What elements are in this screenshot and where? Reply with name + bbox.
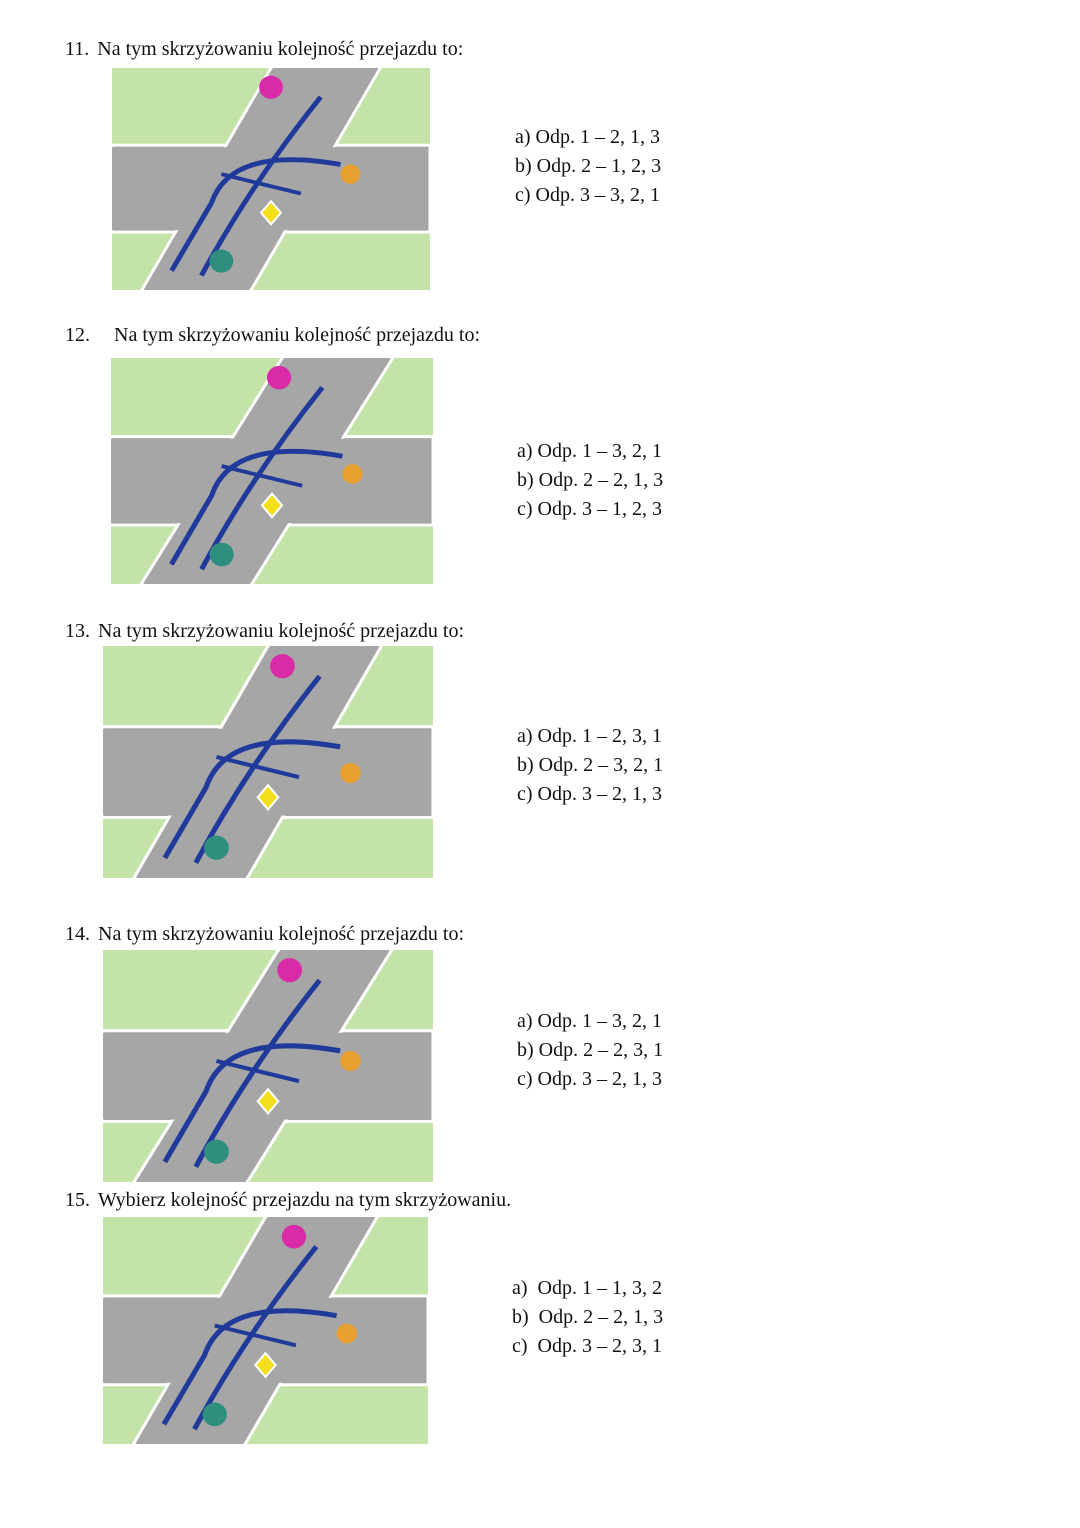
answer-options: a) Odp. 1 – 2, 1, 3 b) Odp. 2 – 1, 2, 3 c)… (515, 123, 661, 210)
answer-option: b) Odp. 2 – 2, 3, 1 (517, 1039, 664, 1061)
intersection-illustration (103, 1217, 428, 1444)
intersection-illustration (111, 358, 433, 584)
answer-option: b) Odp. 2 – 2, 1, 3 (517, 469, 664, 491)
answer-option: c) Odp. 3 – 2, 3, 1 (512, 1335, 662, 1357)
answer-option: b) Odp. 2 – 2, 1, 3 (512, 1306, 664, 1328)
answer-options: a) Odp. 1 – 3, 2, 1 b) Odp. 2 – 2, 1, 3 c)… (517, 437, 663, 524)
question-title: 14. Na tym skrzyżowaniu kolejność przejaz… (65, 923, 464, 946)
question-number: 12. (65, 324, 90, 346)
question-text: Na tym skrzyżowaniu kolejność przejazdu … (98, 620, 464, 642)
question-text: Na tym skrzyżowaniu kolejność przejazdu … (114, 324, 480, 346)
question-text: Wybierz kolejność przejazdu na tym skrzy… (98, 1189, 512, 1211)
answer-option: b) Odp. 2 – 3, 2, 1 (517, 754, 664, 776)
question-title: 12. Na tym skrzyżowaniu kolejność przejaz… (65, 324, 480, 347)
answer-option: a) Odp. 1 – 1, 3, 2 (512, 1277, 662, 1299)
answer-option: c) Odp. 3 – 2, 1, 3 (517, 1068, 662, 1090)
question-number: 14. (65, 923, 90, 945)
answer-option: a) Odp. 1 – 3, 2, 1 (517, 440, 662, 462)
answer-options: a) Odp. 1 – 2, 3, 1 b) Odp. 2 – 3, 2, 1 c)… (517, 722, 663, 809)
answer-option: b) Odp. 2 – 1, 2, 3 (515, 155, 662, 177)
question-number: 11. (65, 38, 90, 60)
answer-option: c) Odp. 3 – 2, 1, 3 (517, 783, 662, 805)
question-number: 15. (65, 1189, 90, 1211)
intersection-illustration (103, 646, 433, 878)
question-title: 15. Wybierz kolejność przejazdu na tym sk… (65, 1189, 511, 1212)
question-text: Na tym skrzyżowaniu kolejność przejazdu … (98, 923, 464, 945)
answer-options: a) Odp. 1 – 3, 2, 1 b) Odp. 2 – 2, 3, 1 c)… (517, 1007, 663, 1094)
answer-option: c) Odp. 3 – 1, 2, 3 (517, 498, 662, 520)
answer-option: a) Odp. 1 – 3, 2, 1 (517, 1010, 662, 1032)
intersection-illustration (112, 68, 430, 290)
answer-option: a) Odp. 1 – 2, 1, 3 (515, 126, 660, 148)
answer-options: a) Odp. 1 – 1, 3, 2 b) Odp. 2 – 2, 1, 3 c)… (512, 1274, 663, 1361)
question-number: 13. (65, 620, 90, 642)
answer-option: c) Odp. 3 – 3, 2, 1 (515, 184, 660, 206)
question-title: 13. Na tym skrzyżowaniu kolejność przejaz… (65, 620, 464, 643)
intersection-illustration (103, 950, 433, 1182)
question-title: 11. Na tym skrzyżowaniu kolejność przejaz… (65, 38, 463, 61)
answer-option: a) Odp. 1 – 2, 3, 1 (517, 725, 662, 747)
question-text: Na tym skrzyżowaniu kolejność przejazdu … (97, 38, 464, 60)
